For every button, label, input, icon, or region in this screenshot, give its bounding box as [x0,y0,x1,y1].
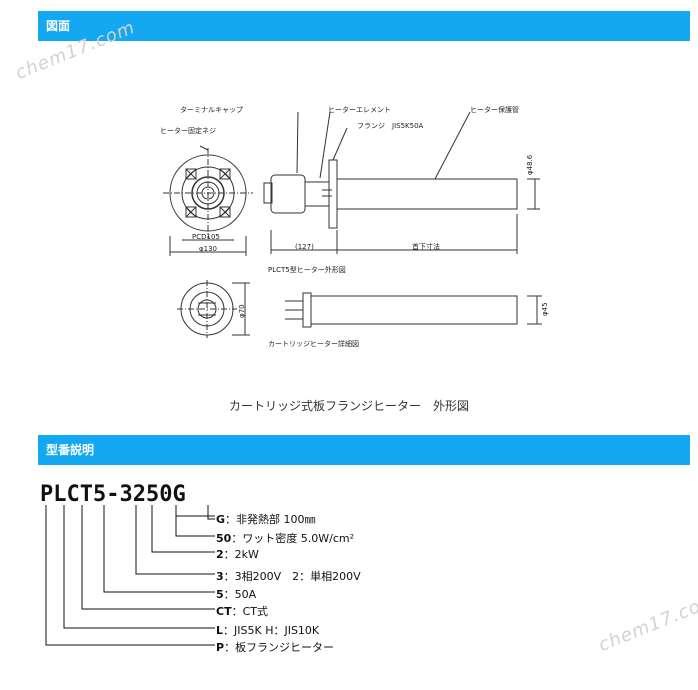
legend-separator: ： [224,641,236,654]
legend-code: 3 [216,570,224,583]
legend-description: JIS5K H：JIS10K [234,624,320,637]
legend-description: 非発熱部 100㎜ [236,513,316,526]
legend-row: 3：3相200V 2：単相200V [216,568,361,584]
legend-row: L：JIS5K H：JIS10K [216,622,319,638]
cartridge-front-view [177,280,250,338]
technical-drawing: ターミナルキャップ ヒーターエレメント ヒーター保護管 フランジ JIS5K50… [160,105,549,348]
label-phi48-6: φ48.6 [526,154,534,175]
label-length: 首下寸法 [412,242,440,251]
flange-front-view [163,145,253,256]
cartridge-side-view [285,292,542,328]
legend-code: L [216,624,224,637]
label-phi70: φ70 [238,304,246,318]
label-flange: フランジ JIS5K50A [357,122,424,130]
legend-separator: ： [223,570,235,583]
legend-row: CT：CT式 [216,603,268,619]
label-pcd: PCD105 [192,233,220,241]
legend-code: 5 [216,588,224,601]
legend-row: 50：ワット密度 5.0W/cm² [216,530,354,546]
label-protection-tube: ヒーター保護管 [470,105,519,114]
legend-code: 50 [216,532,232,545]
legend-description: CT式 [242,605,268,618]
legend-description: 50A [234,588,257,601]
legend-separator: ： [225,513,237,526]
legend-separator: ： [223,548,235,561]
model-code: PLCT5-3250G [40,482,186,507]
legend-description: 板フランジヒーター [235,641,335,654]
drawing-caption: カートリッジ式板フランジヒーター 外形図 [228,399,469,413]
legend-description: 3相200V 2：単相200V [234,570,361,583]
section-header-drawing: 図面 [38,11,690,41]
label-heater-element: ヒーターエレメント [328,105,391,114]
legend-separator: ： [223,624,235,637]
label-127: (127) [295,243,314,251]
legend-description: ワット密度 5.0W/cm² [242,532,355,545]
legend-separator: ： [231,605,243,618]
label-outline: PLCT5型ヒーター外形図 [268,265,346,274]
legend-code: G [216,513,226,526]
legend-row: 5：50A [216,586,256,602]
label-terminal-cap: ターミナルキャップ [180,105,243,114]
legend-row: P：板フランジヒーター [216,639,334,655]
legend-row: G：非発熱部 100㎜ [216,511,316,527]
label-phi45: φ45 [541,302,549,316]
heater-side-view [263,111,540,254]
label-cartridge-detail: カートリッジヒーター詳細図 [268,339,359,348]
label-phi130: φ130 [199,245,217,253]
legend-code: CT [216,605,232,618]
legend-code: P [216,641,225,654]
legend-separator: ： [223,588,235,601]
label-fixing-screw: ヒーター固定ネジ [160,126,216,135]
section-header-model: 型番説明 [38,435,690,465]
legend-code: 2 [216,548,224,561]
legend-row: 2：2kW [216,546,259,562]
legend-separator: ： [231,532,243,545]
legend-description: 2kW [234,548,259,561]
